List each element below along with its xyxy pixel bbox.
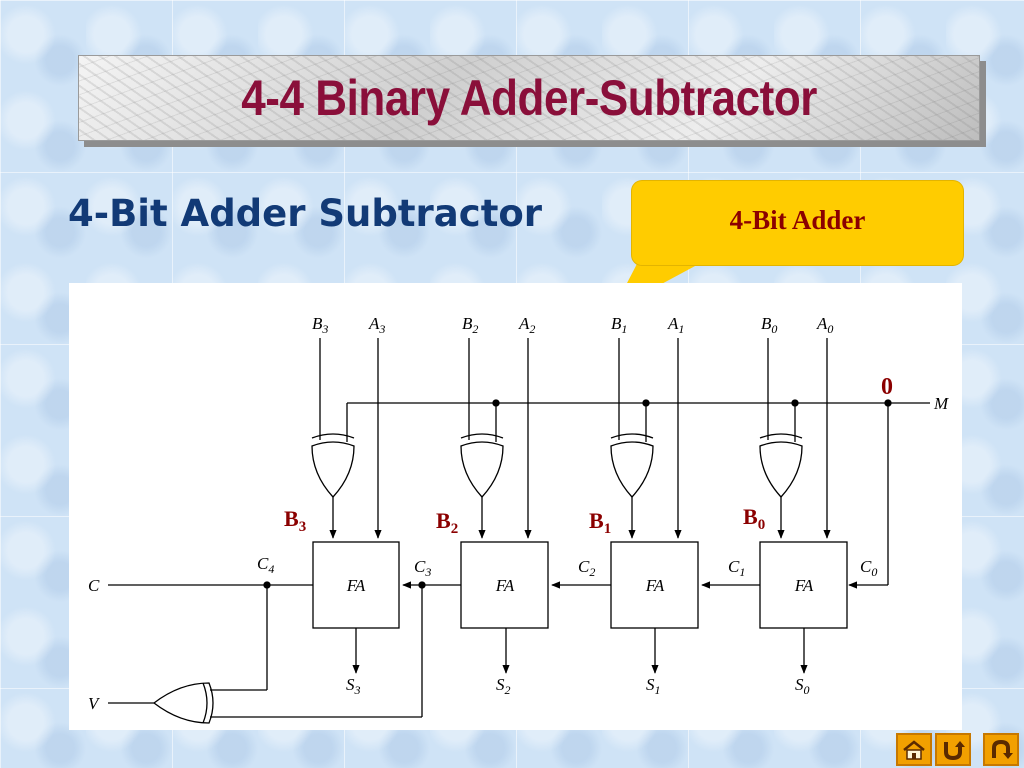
label-b3: B3: [312, 314, 328, 336]
adder-subtractor-circuit: B3 A3 B2 A2 B1 A1 B0 A0 M 0: [88, 314, 949, 724]
carry-out-label: C: [88, 576, 100, 595]
callout-label: 4-Bit Adder: [729, 204, 866, 235]
slide-subtitle: 4-Bit Adder Subtractor: [68, 192, 543, 235]
overflow-xor-gate: [108, 585, 423, 724]
sum-label-s2: S2: [496, 675, 511, 697]
stage-0: [759, 338, 848, 674]
carry-label-c1: C1: [728, 557, 745, 579]
fa-label-3: FA: [346, 576, 366, 595]
stage-1: [610, 338, 699, 674]
mode-value-annotation: 0: [881, 374, 893, 400]
fa-label-2: FA: [495, 576, 515, 595]
label-b0: B0: [761, 314, 777, 336]
xor-out-label-b3: B3: [284, 506, 306, 535]
carry-label-c2: C2: [578, 557, 595, 579]
label-b2: B2: [462, 314, 478, 336]
sum-label-s3: S3: [346, 675, 361, 697]
home-button[interactable]: [896, 733, 932, 766]
callout-bubble: 4-Bit Adder: [632, 181, 963, 265]
label-a1: A1: [667, 314, 684, 336]
title-banner: 4-4 Binary Adder-Subtractor: [78, 55, 980, 141]
carry-label-c0: C0: [860, 557, 877, 579]
label-m: M: [933, 394, 949, 413]
fa-label-0: FA: [794, 576, 814, 595]
overflow-label: V: [88, 694, 101, 713]
label-a0: A0: [816, 314, 833, 336]
slide-title: 4-4 Binary Adder-Subtractor: [241, 70, 817, 126]
fa-label-1: FA: [645, 576, 665, 595]
home-icon: [903, 739, 925, 760]
xor-out-label-b0: B0: [743, 504, 765, 533]
circuit-diagram-panel: B3 A3 B2 A2 B1 A1 B0 A0 M 0: [69, 283, 962, 730]
sum-label-s1: S1: [646, 675, 661, 697]
carry-label-c3: C3: [414, 557, 431, 579]
stage-2: [460, 338, 549, 674]
label-a2: A2: [518, 314, 535, 336]
label-a3: A3: [368, 314, 385, 336]
carry-label-c4: C4: [257, 554, 274, 576]
xor-out-label-b1: B1: [589, 508, 611, 537]
stage-3: [311, 338, 400, 674]
return-button[interactable]: [983, 733, 1019, 766]
back-icon: [944, 740, 965, 760]
input-labels: B3 A3 B2 A2 B1 A1 B0 A0 M: [312, 314, 949, 413]
label-b1: B1: [611, 314, 627, 336]
back-button[interactable]: [935, 733, 971, 766]
xor-out-label-b2: B2: [436, 508, 458, 537]
junction-m-c0: [884, 399, 892, 407]
return-icon: [992, 739, 1013, 759]
sum-label-s0: S0: [795, 675, 810, 697]
